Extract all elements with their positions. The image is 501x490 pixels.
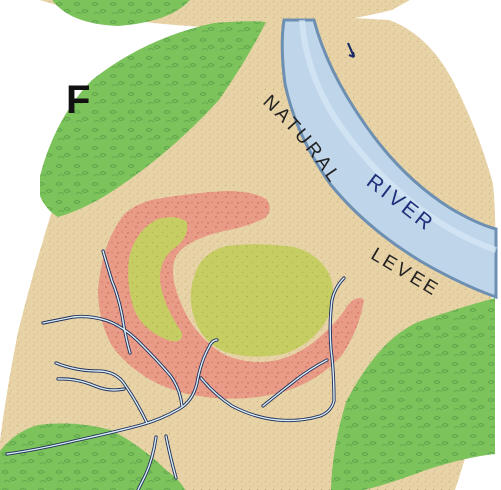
panel-label: F <box>66 78 90 122</box>
